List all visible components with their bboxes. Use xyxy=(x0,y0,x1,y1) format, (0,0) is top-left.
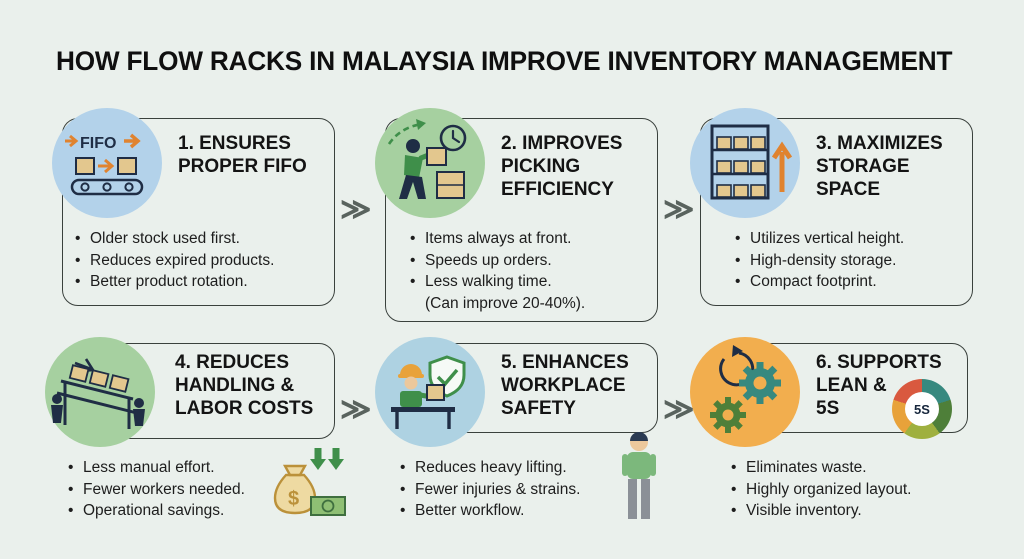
bullet-item: Eliminates waste. xyxy=(730,457,911,479)
card-maximizes-storage-space: 3. MAXIMIZES STORAGE SPACE Utilizes vert… xyxy=(690,108,982,318)
bullet-item: Speeds up orders. xyxy=(409,250,585,272)
flow-arrow-separator: ≫ xyxy=(663,393,695,426)
bullet-list: Eliminates waste. Highly organized layou… xyxy=(730,457,911,522)
bullet-item: Better product rotation. xyxy=(74,271,274,293)
page-title: HOW FLOW RACKS IN MALAYSIA IMPROVE INVEN… xyxy=(56,46,953,76)
card-reduces-handling-labor-costs: 4. REDUCES HANDLING & LABOR COSTS Less m… xyxy=(45,335,350,535)
bullet-item: Reduces heavy lifting. xyxy=(399,457,580,479)
fifo-conveyor-icon: FIFO xyxy=(65,133,144,196)
flow-arrow-separator: ≫ xyxy=(663,193,695,226)
card-title-line: HANDLING & xyxy=(175,375,295,396)
card-title-line: PROPER FIFO xyxy=(178,156,307,177)
bullet-item: Items always at front. xyxy=(409,228,585,250)
step-icon-circle xyxy=(690,108,800,218)
card-title: 4. REDUCES HANDLING & LABOR COSTS xyxy=(175,351,350,420)
card-title: 1. ENSURES PROPER FIFO xyxy=(178,132,330,178)
money-bag-icon: $ xyxy=(273,448,346,516)
step-icon-circle: FIFO xyxy=(52,108,162,218)
bullet-list: Less manual effort. Fewer workers needed… xyxy=(67,457,245,522)
card-title-line: 4. REDUCES xyxy=(175,352,290,373)
person-icon xyxy=(622,432,656,519)
bullet-item: Better workflow. xyxy=(399,500,580,522)
flow-rack-workers-icon xyxy=(51,358,145,429)
card-title-line: 2. IMPROVES xyxy=(501,133,623,154)
bullet-item: Fewer injuries & strains. xyxy=(399,479,580,501)
card-title-line: 5S xyxy=(816,398,840,419)
card-title-line: SAFETY xyxy=(501,398,576,419)
cost-savings-icon: $ xyxy=(269,445,349,521)
card-outline xyxy=(385,118,658,322)
step-icon-circle xyxy=(45,337,155,447)
bullet-item: High-density storage. xyxy=(734,250,904,272)
standing-worker-icon xyxy=(621,431,657,527)
card-title-line: LEAN & xyxy=(816,375,887,396)
bullet-item: Operational savings. xyxy=(67,500,245,522)
card-title-line: 1. ENSURES xyxy=(178,133,291,154)
card-outline xyxy=(700,118,973,306)
picking-worker-icon xyxy=(387,119,467,199)
card-outline xyxy=(62,118,335,306)
card-supports-lean-5s: 6. SUPPORTS LEAN & 5S 5S Eliminates wast… xyxy=(690,335,980,535)
step-icon-circle xyxy=(375,337,485,447)
bullet-item: Fewer workers needed. xyxy=(67,479,245,501)
five-s-cycle-icon: 5S xyxy=(892,379,952,439)
card-title: 5. ENHANCES WORKPLACE SAFETY xyxy=(501,351,649,420)
bullet-list: Items always at front. Speeds up orders.… xyxy=(409,228,585,314)
bullet-item: Older stock used first. xyxy=(74,228,274,250)
card-title-line: 5. ENHANCES xyxy=(501,352,629,373)
bullet-item: Reduces expired products. xyxy=(74,250,274,272)
bullet-item: Highly organized layout. xyxy=(730,479,911,501)
card-title-line: SPACE xyxy=(816,179,881,200)
bullet-item: Utilizes vertical height. xyxy=(734,228,904,250)
card-improves-picking-efficiency: 2. IMPROVES PICKING EFFICIENCY Items alw… xyxy=(375,108,667,332)
bullet-list: Reduces heavy lifting. Fewer injuries & … xyxy=(399,457,580,522)
safety-shield-worker-icon xyxy=(391,355,466,429)
fifo-label: FIFO xyxy=(80,135,116,152)
card-title: 2. IMPROVES PICKING EFFICIENCY xyxy=(501,132,646,201)
bullet-list: Older stock used first. Reduces expired … xyxy=(74,228,274,293)
five-s-badge: 5S xyxy=(905,392,939,426)
bullet-list: Utilizes vertical height. High-density s… xyxy=(734,228,904,293)
bullet-item: Less walking time. xyxy=(409,271,585,293)
storage-rack-icon xyxy=(710,124,793,200)
card-title-line: 6. SUPPORTS xyxy=(816,352,942,373)
step-icon-circle xyxy=(375,108,485,218)
card-title: 6. SUPPORTS LEAN & 5S xyxy=(816,351,951,420)
flow-arrow-separator: ≫ xyxy=(340,393,372,426)
bullet-item: Compact footprint. xyxy=(734,271,904,293)
card-title-line: WORKPLACE xyxy=(501,375,626,396)
card-title-line: STORAGE xyxy=(816,156,910,177)
step-icon-circle xyxy=(690,337,800,447)
card-title-line: PICKING xyxy=(501,156,581,177)
bullet-item: Less manual effort. xyxy=(67,457,245,479)
bullet-subnote: (Can improve 20-40%). xyxy=(425,294,586,312)
card-title-line: 3. MAXIMIZES xyxy=(816,133,943,154)
bullet-item: Visible inventory. xyxy=(730,500,911,522)
lean-gears-icon xyxy=(710,345,781,433)
card-ensures-proper-fifo: FIFO 1. ENSURES PROPER FIFO Older stock … xyxy=(52,108,344,318)
flow-arrow-separator: ≫ xyxy=(340,193,372,226)
card-title-line: EFFICIENCY xyxy=(501,179,614,200)
card-title-line: LABOR COSTS xyxy=(175,398,314,419)
card-enhances-workplace-safety: 5. ENHANCES WORKPLACE SAFETY Reduces hea… xyxy=(375,335,665,535)
card-title: 3. MAXIMIZES STORAGE SPACE xyxy=(816,132,974,201)
dollar-sign: $ xyxy=(288,488,299,510)
